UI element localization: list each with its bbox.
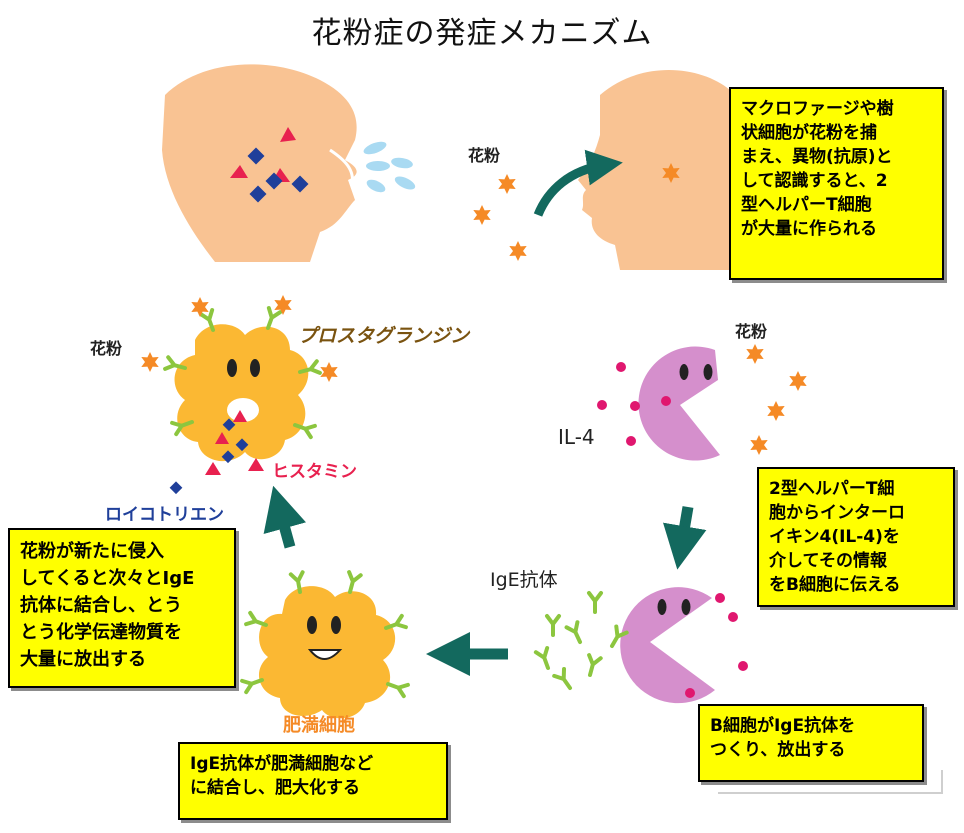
note-line: 2型ヘルパーT細: [769, 479, 895, 499]
activated-mast-cell: [174, 324, 309, 462]
pollen-10: [767, 401, 785, 421]
b-cell-particles: [685, 593, 748, 698]
arrow-to-b-cell: [663, 506, 707, 570]
label-pollen-top: 花粉: [468, 146, 501, 165]
label-pollen-right: 花粉: [735, 322, 768, 341]
note-line: イキン4(IL-4)を: [769, 527, 900, 547]
note-line: 大量に放出する: [20, 649, 146, 670]
note-line: マクロファージや樹: [741, 99, 894, 119]
note-line: 型ヘルパーT細胞: [741, 195, 872, 215]
label-prostaglandin: プロスタグランジン: [298, 325, 470, 347]
arrow-to-release: [263, 485, 307, 549]
label-pollen-left: 花粉: [90, 339, 123, 358]
helper-t-cell: [638, 346, 720, 461]
note-release: 花粉が新たに侵入 してくると次々とIgE 抗体に結合し、とう とう化学伝達物質を…: [8, 528, 236, 688]
note-macrophage: マクロファージや樹 状細胞が花粉を捕 まえ、異物(抗原)と して認識すると、2 …: [729, 87, 944, 280]
il4-particles: [597, 362, 671, 446]
pollen-7: [320, 362, 338, 382]
note-line: して認識すると、2: [741, 171, 888, 191]
label-leukotriene: ロイコトリエン: [105, 505, 224, 525]
note-line: 花粉が新たに侵入: [20, 541, 164, 562]
note-line: 胞からインターロ: [769, 503, 905, 523]
note-line: IgE抗体が肥満細胞など: [190, 754, 374, 774]
sneezing-head: [162, 64, 357, 262]
note-line: が大量に作られる: [741, 219, 877, 239]
label-histamine: ヒスタミン: [272, 462, 357, 482]
arrow-inhale: [533, 149, 623, 217]
pollen-4: [191, 297, 209, 317]
released-antibodies: [533, 591, 629, 694]
mast-cell: [258, 586, 396, 719]
note-helper-t: 2型ヘルパーT細 胞からインターロ イキン4(IL-4)を 介してその情報 をB…: [757, 467, 955, 607]
label-ige-antibody: IgE抗体: [490, 569, 558, 591]
sneeze-particles: [230, 127, 309, 203]
note-line: してくると次々とIgE: [20, 568, 195, 589]
leukotriene-particles: [169, 418, 249, 495]
pollen-9: [789, 371, 807, 391]
note-line: 状細胞が花粉を捕: [741, 123, 877, 143]
note-line: 介してその情報: [769, 551, 887, 571]
label-mast-cell: 肥満細胞: [283, 715, 355, 736]
note-line: つくり、放出する: [710, 740, 846, 760]
histamine-particles: [205, 410, 264, 475]
page-title: 花粉症の発症メカニズム: [311, 16, 653, 51]
sneeze-droplets: [363, 141, 416, 193]
note-line: をB細胞に伝える: [769, 575, 901, 595]
note-b-cell: B細胞がIgE抗体を つくり、放出する: [698, 704, 924, 782]
frame-line: [718, 770, 943, 794]
b-cell: [620, 587, 715, 704]
note-line: とう化学伝達物質を: [20, 622, 182, 643]
label-il4: IL-4: [558, 425, 595, 449]
pollen-8: [746, 344, 764, 364]
note-line: 抗体に結合し、とう: [20, 595, 182, 616]
note-line: に結合し、肥大化する: [190, 778, 360, 798]
pollen-3: [509, 241, 527, 261]
pollen-1: [498, 174, 516, 194]
pollen-2: [473, 205, 491, 225]
note-ige-binding: IgE抗体が肥満細胞など に結合し、肥大化する: [178, 742, 448, 820]
inhaling-head: [578, 70, 730, 270]
note-line: B細胞がIgE抗体を: [710, 716, 856, 736]
pollen-6: [141, 352, 159, 372]
pollen-11: [750, 435, 768, 455]
note-line: まえ、異物(抗原)と: [741, 147, 893, 167]
